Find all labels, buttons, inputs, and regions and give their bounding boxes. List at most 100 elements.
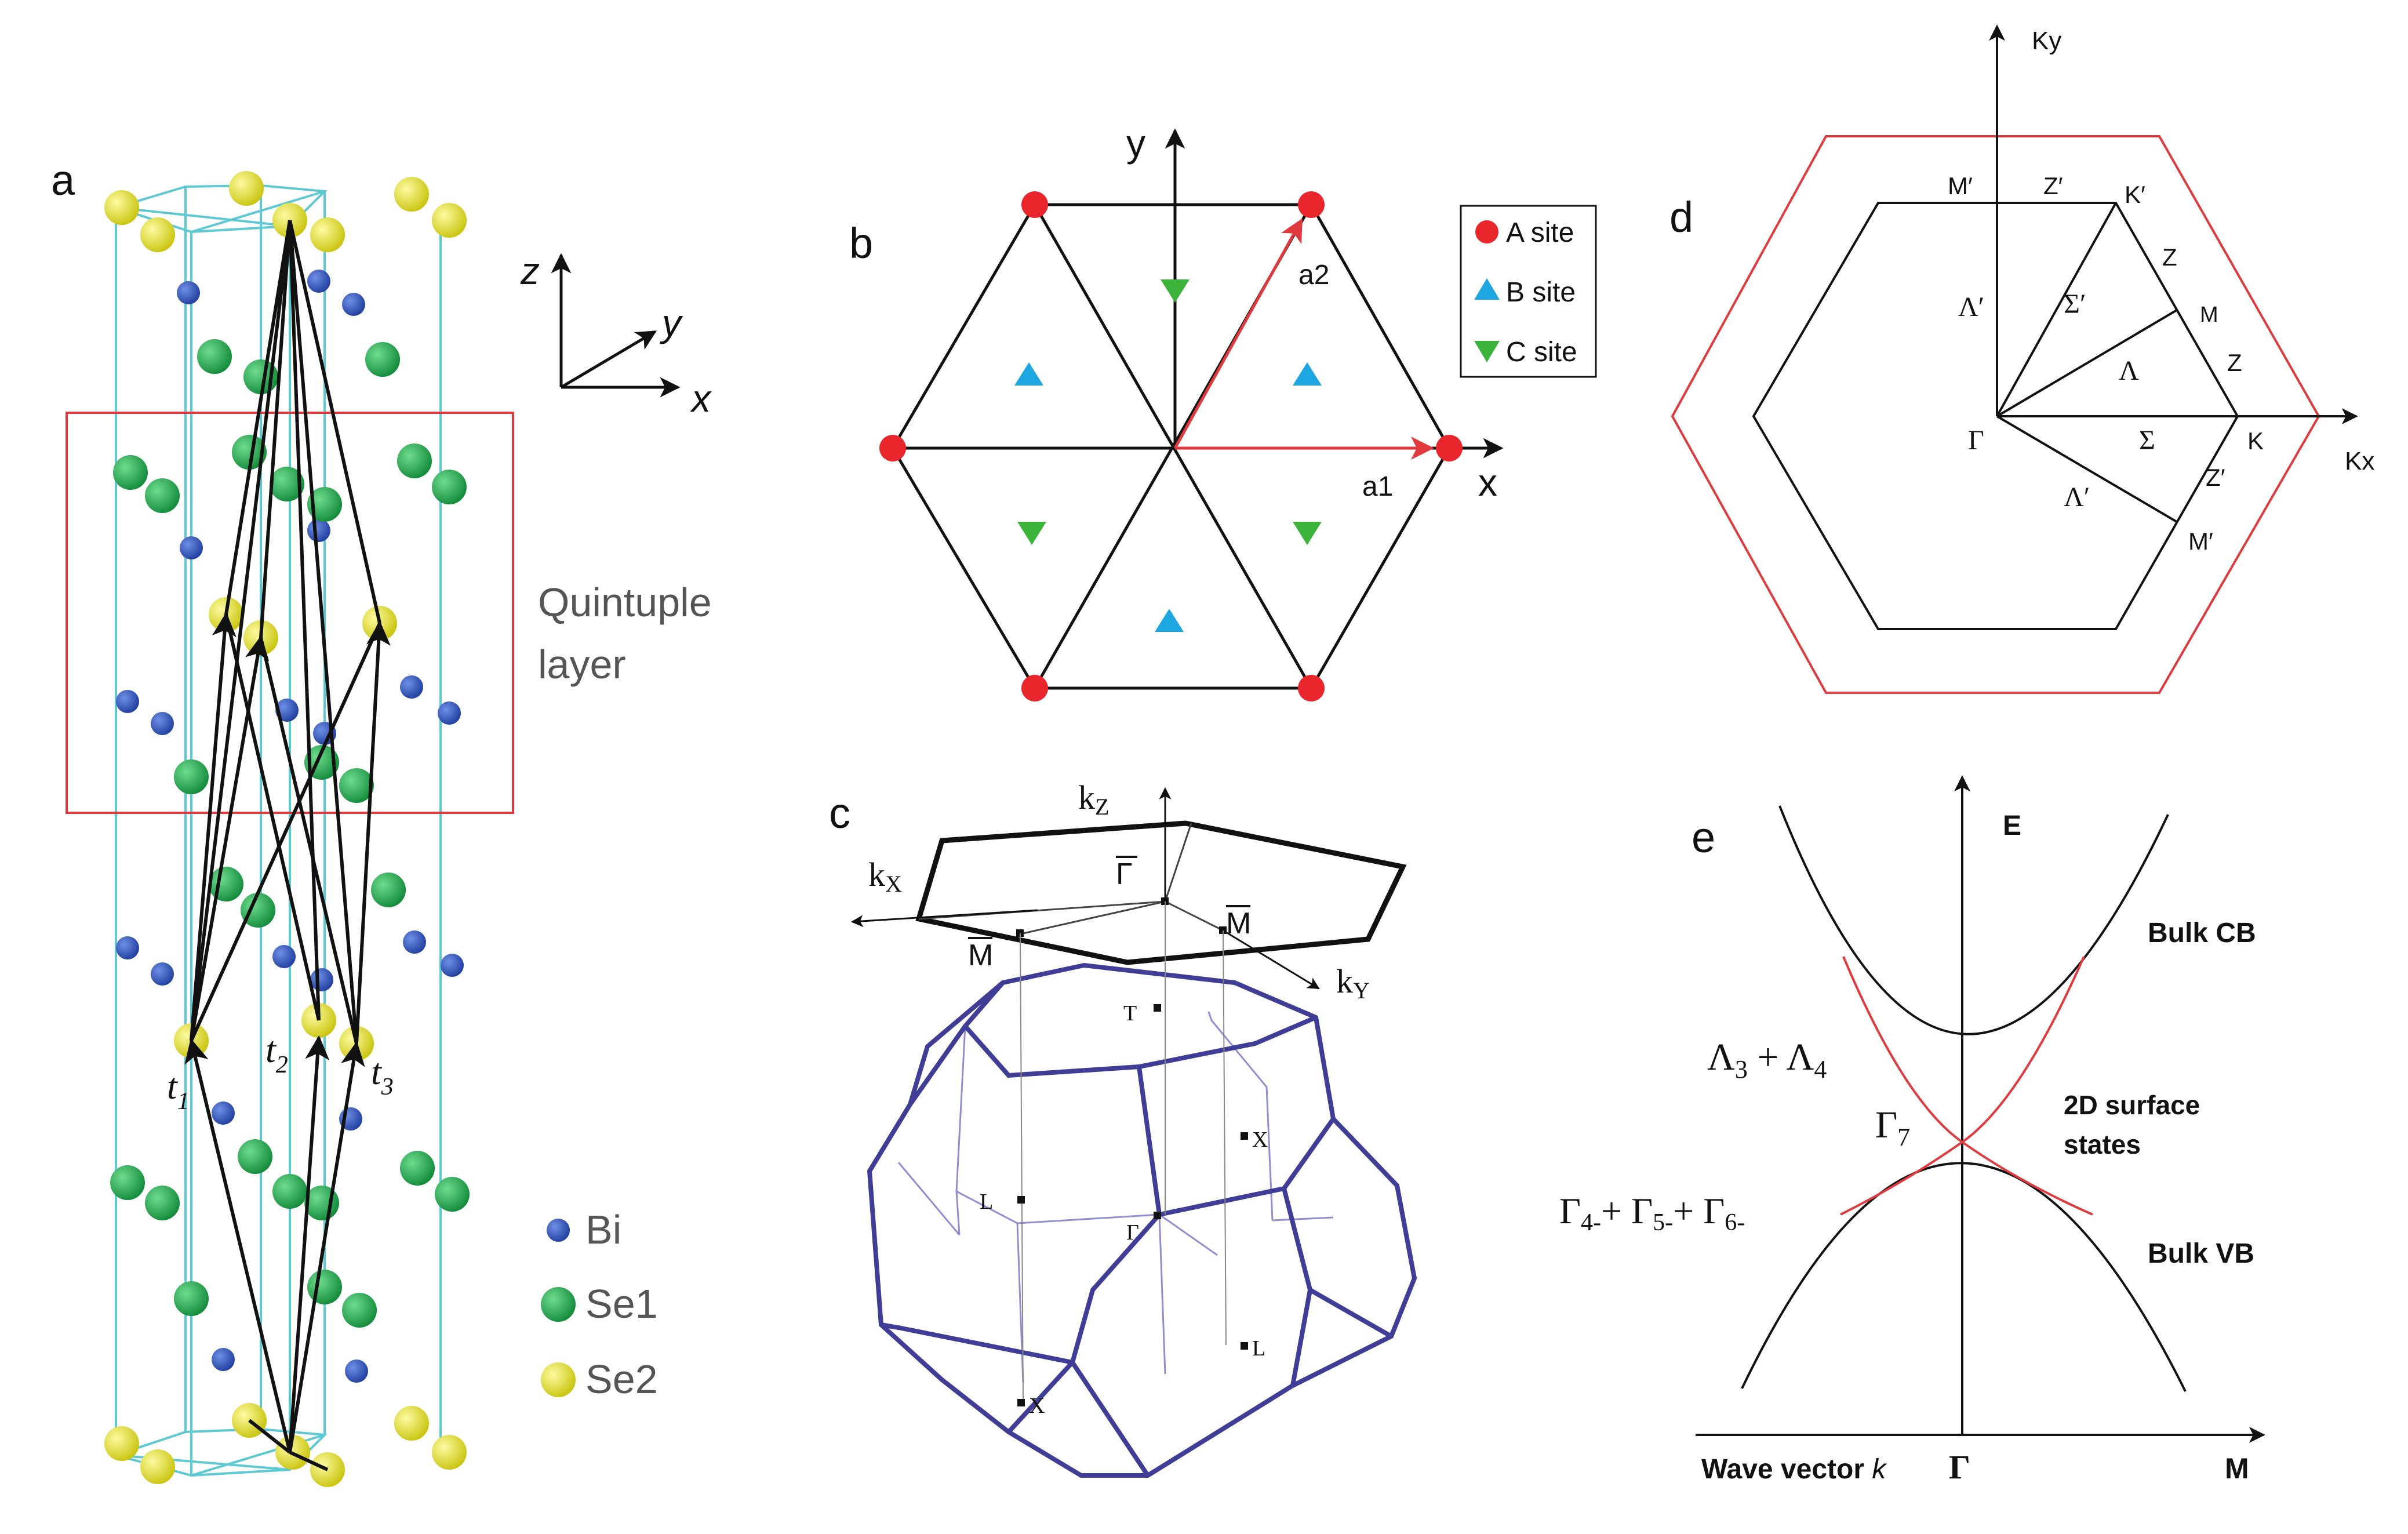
se2-atom — [229, 171, 264, 206]
se1-atom — [371, 873, 406, 907]
bulk-cb-curve — [1778, 805, 2169, 1035]
se1-atom — [339, 768, 374, 803]
bulk-bz-back-edges — [897, 1011, 1334, 1383]
c-site — [1161, 279, 1190, 303]
legend-marker-b-site — [1474, 278, 1500, 300]
se1-atom — [113, 455, 148, 490]
legend-marker-c-site — [1474, 341, 1500, 362]
se1-atom — [342, 1293, 377, 1328]
se1-atom — [397, 444, 432, 478]
se1-atom — [209, 867, 243, 902]
axis-label-y: y — [660, 301, 683, 344]
c-site — [1017, 522, 1046, 545]
lambda-sum-label: Λ3 + Λ4 — [1707, 1036, 1827, 1084]
bi-atom — [151, 962, 174, 986]
panel-d: d Ky Kx M′ Z′ K′ Z M Z K Λ′ Σ′ Λ Γ Σ Z′ … — [1669, 24, 2374, 694]
se1-atom — [435, 1177, 470, 1212]
bulk-bz-points — [1017, 1004, 1248, 1406]
label-m-prime-bottom: M′ — [2188, 528, 2213, 555]
se2-atom — [104, 190, 139, 225]
ky-label: kY — [1336, 962, 1370, 1004]
legend-label-b-site: B site — [1506, 277, 1576, 308]
axis-label-x: x — [690, 377, 712, 420]
se2-atom — [394, 1406, 429, 1441]
point-l-left-label: L — [980, 1190, 993, 1214]
a-site — [1298, 191, 1325, 218]
bi-atom — [400, 675, 423, 699]
bi-atom — [307, 270, 330, 293]
b-axis-y-label: y — [1126, 122, 1145, 165]
panel-b: b y x a1 a2 — [849, 122, 1597, 701]
vector-a1-label: a1 — [1362, 471, 1393, 502]
projection-lines — [1020, 902, 1227, 1404]
kz-label: kZ — [1078, 779, 1109, 820]
se2-atom — [394, 177, 429, 212]
legend-marker-se1 — [541, 1287, 576, 1322]
panel-letter-b: b — [849, 219, 873, 267]
bi-atom — [272, 945, 296, 968]
quintuple-label-line1: Quintuple — [538, 580, 712, 625]
t1-label: t1 — [167, 1066, 190, 1115]
legend-marker-a-site — [1475, 220, 1498, 243]
m-bar-right-label: M — [1226, 907, 1251, 940]
bi-atom — [151, 712, 174, 735]
bi-atom — [177, 281, 200, 304]
se1-atom — [241, 893, 275, 928]
bulk-vb-curve — [1741, 1162, 2187, 1392]
surface-states-label-line1: 2D surface — [2064, 1090, 2200, 1120]
label-k: K — [2247, 427, 2264, 455]
surface-states-label-line2: states — [2064, 1129, 2141, 1159]
point-x-top-label: X — [1252, 1128, 1268, 1152]
label-m-prime-top: M′ — [1948, 172, 1973, 199]
se1-atom — [365, 342, 400, 377]
vector-a2-label: a2 — [1298, 260, 1329, 290]
ky-label-d: Ky — [2032, 27, 2061, 55]
a-site — [1021, 675, 1048, 701]
bulk-vb-label: Bulk VB — [2148, 1238, 2254, 1269]
point-t-label: T — [1123, 1001, 1137, 1026]
vector-a2 — [1173, 218, 1303, 449]
se1-atom — [400, 1151, 435, 1186]
se2-atom — [432, 1435, 467, 1470]
se1-atom — [238, 1139, 272, 1174]
se1-atom — [272, 1174, 307, 1209]
se2-atom — [140, 217, 175, 252]
label-z-prime-bottom: Z′ — [2206, 464, 2225, 491]
bulk-cb-label: Bulk CB — [2148, 918, 2256, 948]
bi-atom — [180, 536, 203, 559]
bi-atom — [342, 293, 365, 316]
se1-atom — [432, 470, 467, 504]
panel-e: e E Bulk CB Bulk VB 2D surface states Λ3… — [1559, 775, 2265, 1486]
bi-atom — [403, 930, 426, 954]
bi-atom — [438, 701, 461, 725]
ky-axis — [1223, 929, 1320, 990]
b-site — [1014, 362, 1043, 386]
label-lambda-prime-left: Λ′ — [1958, 292, 1984, 322]
se1-atom — [232, 435, 267, 470]
xyz-axes — [551, 253, 681, 398]
panel-a: a — [51, 156, 712, 1487]
legend-label-se1: Se1 — [585, 1281, 658, 1326]
t2-label: t2 — [265, 1029, 288, 1078]
bi-atom — [441, 954, 464, 977]
c-sites — [1017, 279, 1322, 545]
se1-atom — [145, 478, 180, 513]
a-site — [1298, 675, 1325, 701]
label-m: M — [2200, 303, 2218, 327]
gamma7-label: Γ7 — [1875, 1104, 1910, 1151]
label-lambda-prime-bottom: Λ′ — [2064, 482, 2090, 512]
a-site — [879, 435, 906, 461]
quintuple-label-line2: layer — [538, 642, 626, 687]
m-bar-left-label: M — [968, 939, 993, 972]
b-axis-x-label: x — [1478, 461, 1497, 504]
se2-atom — [310, 217, 345, 252]
se2-atom — [104, 1426, 139, 1461]
label-lambda: Λ — [2119, 355, 2139, 386]
label-sigma: Σ — [2139, 425, 2155, 456]
outer-red-hexagon — [1671, 135, 2320, 694]
bi-atom — [212, 1348, 235, 1371]
point-gamma-label: Γ — [1126, 1220, 1139, 1245]
label-k-prime: K′ — [2125, 181, 2145, 208]
legend-label-bi: Bi — [585, 1207, 621, 1252]
